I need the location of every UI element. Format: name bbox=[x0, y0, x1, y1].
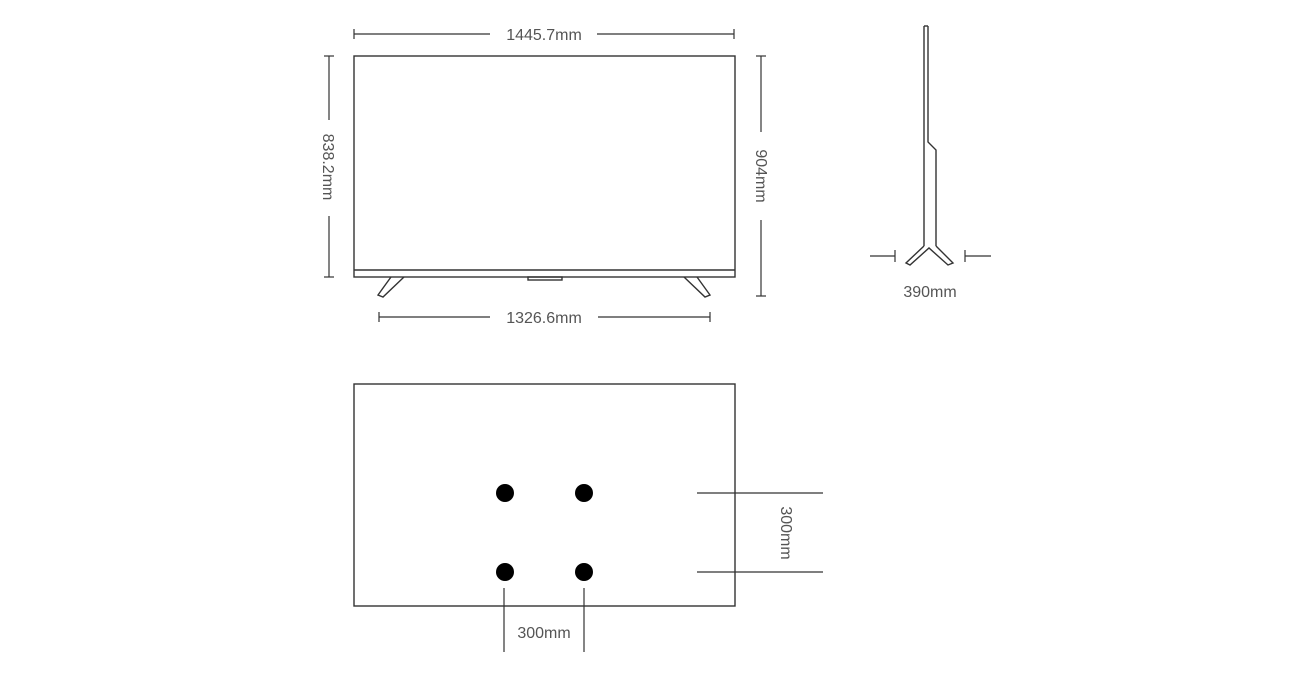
side-stand bbox=[904, 245, 955, 266]
vesa-hole-top-right bbox=[575, 484, 593, 502]
side-panel-back bbox=[927, 26, 937, 246]
depth-dimension: 390mm bbox=[870, 250, 991, 301]
vesa-vertical-dimension: 300mm bbox=[697, 492, 823, 573]
vesa-hole-top-left bbox=[496, 484, 514, 502]
back-view: 300mm 300mm bbox=[353, 383, 823, 652]
stand-width-label: 1326.6mm bbox=[506, 310, 582, 327]
stand-width-dimension: 1326.6mm bbox=[378, 310, 711, 327]
depth-label: 390mm bbox=[903, 284, 956, 301]
vesa-hole-bottom-right bbox=[575, 563, 593, 581]
vesa-vertical-label: 300mm bbox=[777, 506, 794, 559]
total-height-dimension: 904mm bbox=[752, 55, 769, 297]
stand-foot-left bbox=[376, 276, 405, 298]
vesa-horizontal-label: 300mm bbox=[517, 625, 570, 642]
stand-foot-right bbox=[683, 276, 712, 298]
screen-height-label: 838.2mm bbox=[319, 134, 336, 201]
vesa-horizontal-dimension: 300mm bbox=[503, 588, 585, 652]
tv-center-logo bbox=[527, 276, 563, 281]
side-view: 390mm bbox=[870, 25, 991, 301]
width-dimension: 1445.7mm bbox=[353, 27, 735, 44]
vesa-hole-bottom-left bbox=[496, 563, 514, 581]
total-height-label: 904mm bbox=[752, 149, 769, 202]
screen-height-dimension: 838.2mm bbox=[319, 55, 336, 278]
tv-back-outline bbox=[353, 383, 736, 607]
width-label: 1445.7mm bbox=[506, 27, 582, 44]
tv-screen-outline bbox=[353, 55, 736, 278]
front-view: 1445.7mm 838.2mm 904mm bbox=[319, 27, 769, 327]
